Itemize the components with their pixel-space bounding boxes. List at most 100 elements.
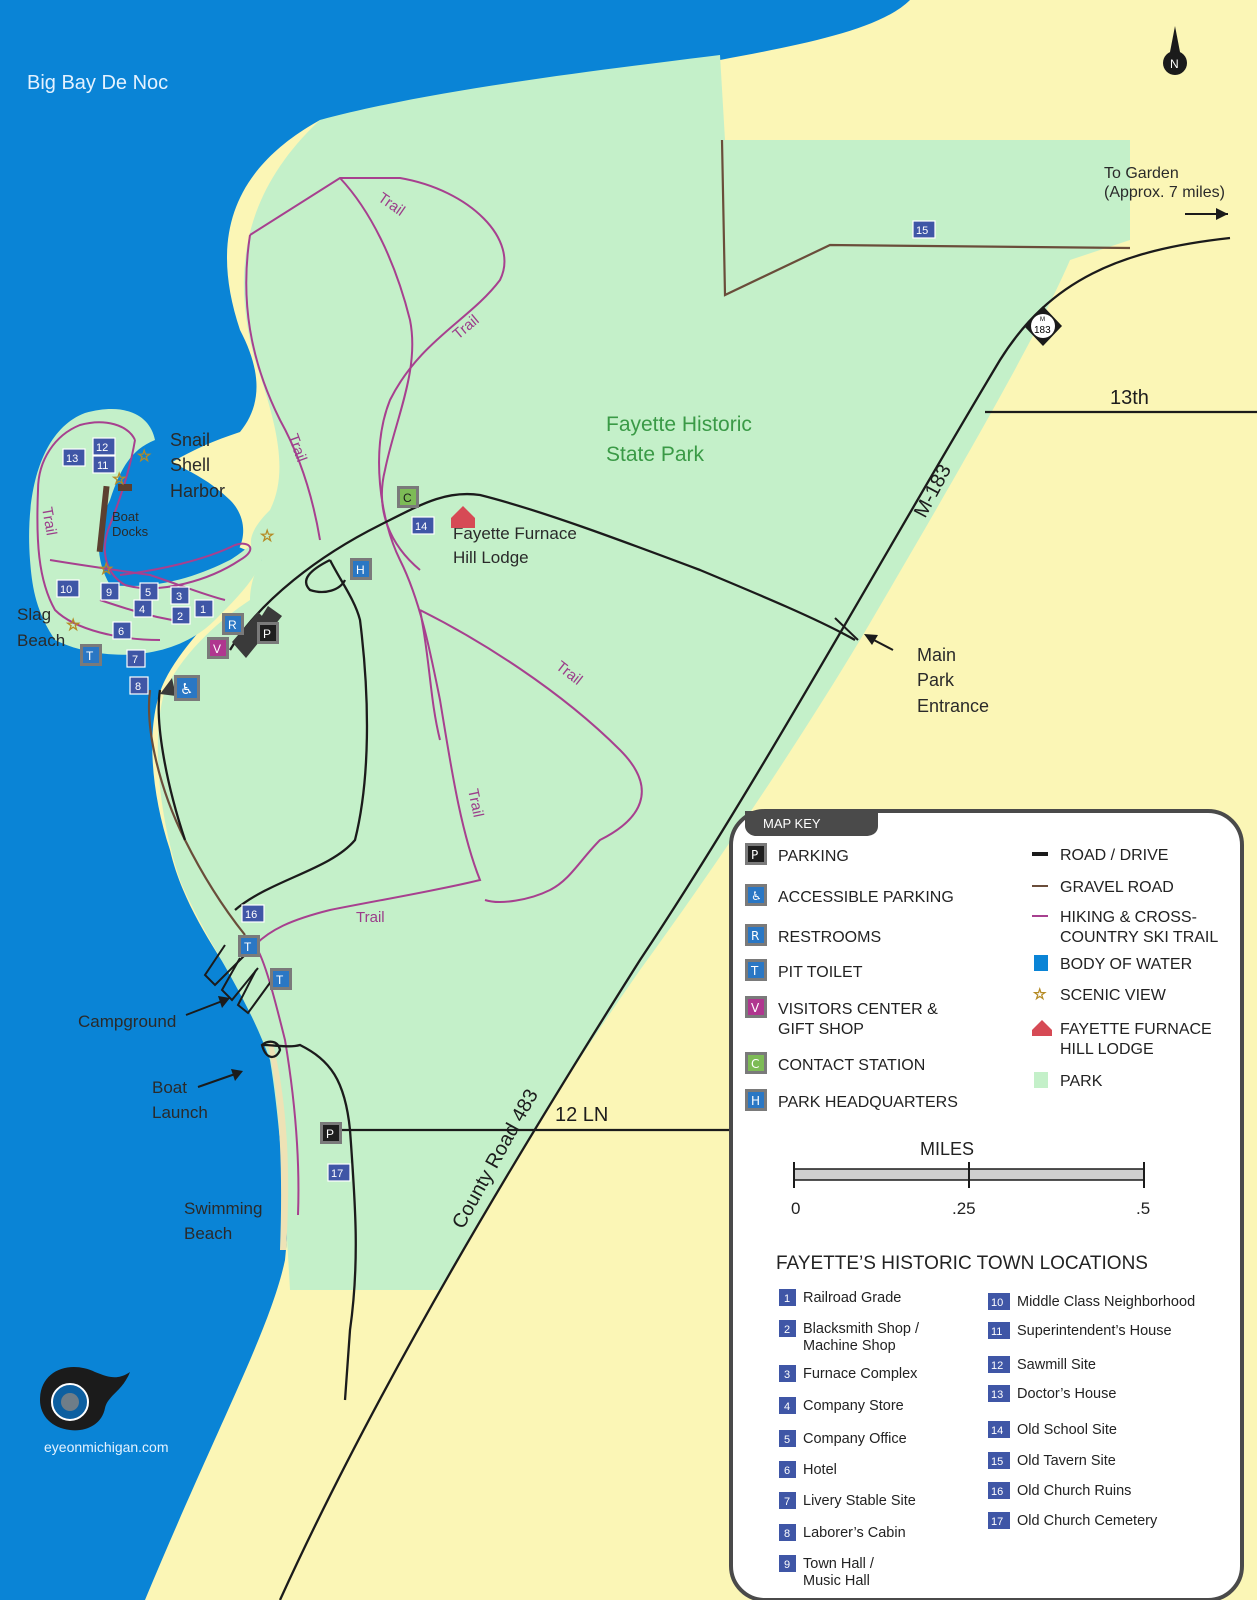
scale-tick: 0 xyxy=(791,1199,800,1218)
svg-text:1: 1 xyxy=(200,604,206,616)
map-key-title: MAP KEY xyxy=(763,816,821,831)
trail-label: Trail xyxy=(38,506,60,537)
boat-dock xyxy=(96,485,110,553)
location-number: 3 xyxy=(784,1369,790,1381)
harbor-name-2: Shell xyxy=(170,455,210,475)
parking-marker: P xyxy=(320,1122,342,1144)
key-label: HIKING & CROSS- xyxy=(1060,909,1197,926)
scenic-view-markers: ☆ ☆ ☆ ☆ ☆ xyxy=(66,446,275,635)
location-marker-15: 15 xyxy=(912,220,936,239)
location-markers: 1 2 3 4 5 6 7 8 9 10 11 12 13 14 15 16 1… xyxy=(56,220,936,1182)
location-entry-6: 6 Hotel xyxy=(779,1461,837,1478)
key-item-scenic: ☆SCENIC VIEW xyxy=(1033,985,1167,1004)
marker-letter: H xyxy=(356,563,365,577)
pit-toilet-marker: T xyxy=(270,968,292,990)
to-garden-1: To Garden xyxy=(1104,165,1179,182)
location-number: 6 xyxy=(784,1465,790,1477)
key-item-accessible-parking: ♿ACCESSIBLE PARKING xyxy=(745,884,954,906)
location-marker-8: 8 xyxy=(129,676,149,695)
entrance-road xyxy=(834,617,859,641)
main-entrance-3: Entrance xyxy=(917,696,989,716)
location-number: 13 xyxy=(991,1389,1003,1401)
key-symbol: R xyxy=(751,929,759,943)
restroom-marker: R xyxy=(222,613,244,635)
location-name: Old School Site xyxy=(1017,1422,1117,1438)
location-number: 4 xyxy=(784,1401,790,1413)
harbor-name-3: Harbor xyxy=(170,481,225,501)
slag-beach-2: Beach xyxy=(17,631,65,650)
marker-letter: ♿ xyxy=(180,680,193,698)
marker-letter: P xyxy=(263,627,271,641)
key-item-road: ROAD / DRIVE xyxy=(1032,847,1168,864)
to-garden-2: (Approx. 7 miles) xyxy=(1104,184,1225,201)
key-item-water: BODY OF WATER xyxy=(1034,955,1192,973)
location-number: 11 xyxy=(991,1326,1002,1338)
location-entry-11: 11 Superintendent’s House xyxy=(988,1322,1172,1339)
pointer-arrows xyxy=(185,208,1228,1088)
route-shield: M 183 xyxy=(1024,306,1062,346)
location-name: Superintendent’s House xyxy=(1017,1323,1172,1339)
location-name: Railroad Grade xyxy=(803,1290,901,1306)
key-item-gravel: GRAVEL ROAD xyxy=(1032,879,1174,896)
paved-roads xyxy=(157,236,1257,1600)
marker-letter: P xyxy=(326,1127,334,1141)
key-label: HILL LODGE xyxy=(1060,1041,1154,1058)
location-number: 1 xyxy=(784,1293,790,1305)
location-marker-4: 4 xyxy=(133,599,153,618)
key-symbol: T xyxy=(750,964,759,978)
svg-text:14: 14 xyxy=(415,521,427,533)
road-12ln: 12 LN xyxy=(555,1104,608,1126)
scenic-star: ☆ xyxy=(99,559,113,578)
slag-beach-1: Slag xyxy=(17,605,51,624)
svg-text:17: 17 xyxy=(331,1168,343,1180)
location-name: Middle Class Neighborhood xyxy=(1017,1294,1195,1310)
scale-title: MILES xyxy=(920,1139,974,1159)
location-name: Doctor’s House xyxy=(1017,1386,1116,1402)
key-item-restrooms: R RESTROOMS xyxy=(745,924,881,946)
svg-text:16: 16 xyxy=(245,909,257,921)
pit-toilet-marker: T xyxy=(80,644,102,666)
location-marker-3: 3 xyxy=(170,586,190,605)
marker-letter: T xyxy=(244,940,252,954)
location-marker-7: 7 xyxy=(126,649,146,668)
key-label: SCENIC VIEW xyxy=(1060,987,1167,1004)
shield-number: 183 xyxy=(1034,325,1051,336)
location-number: 2 xyxy=(784,1324,790,1336)
location-name: Laborer’s Cabin xyxy=(803,1525,906,1541)
contact-station-marker: C xyxy=(397,486,419,508)
water-body xyxy=(0,0,910,1600)
marker-letter: V xyxy=(213,642,221,656)
location-number: 12 xyxy=(991,1360,1003,1372)
key-label: ROAD / DRIVE xyxy=(1060,847,1168,864)
key-label: RESTROOMS xyxy=(778,929,881,946)
location-entry-8: 8 Laborer’s Cabin xyxy=(779,1524,906,1541)
key-label: VISITORS CENTER & xyxy=(778,1001,938,1018)
location-marker-11: 11 xyxy=(92,455,116,474)
boat-docks-1: Boat xyxy=(112,509,139,524)
svg-text:15: 15 xyxy=(916,225,928,237)
location-number: 8 xyxy=(784,1528,790,1540)
parking-marker: P xyxy=(257,622,279,644)
main-entrance-2: Park xyxy=(917,670,955,690)
park-area xyxy=(157,55,1130,1290)
location-number: 10 xyxy=(991,1297,1003,1309)
location-name: Hotel xyxy=(803,1462,837,1478)
key-symbol: ♿ xyxy=(751,889,762,903)
key-label: PIT TOILET xyxy=(778,964,863,981)
location-entry-13: 13 Doctor’s House xyxy=(988,1385,1116,1402)
location-name: Sawmill Site xyxy=(1017,1357,1096,1373)
boat-docks-2: Docks xyxy=(112,524,149,539)
location-number: 9 xyxy=(784,1559,790,1571)
location-marker-13: 13 xyxy=(62,448,86,467)
key-item-park: PARK xyxy=(1034,1072,1103,1090)
svg-text:9: 9 xyxy=(106,587,112,599)
marker-letter: R xyxy=(228,618,237,632)
campground-loops xyxy=(203,944,273,1015)
lodge-marker xyxy=(451,506,475,528)
